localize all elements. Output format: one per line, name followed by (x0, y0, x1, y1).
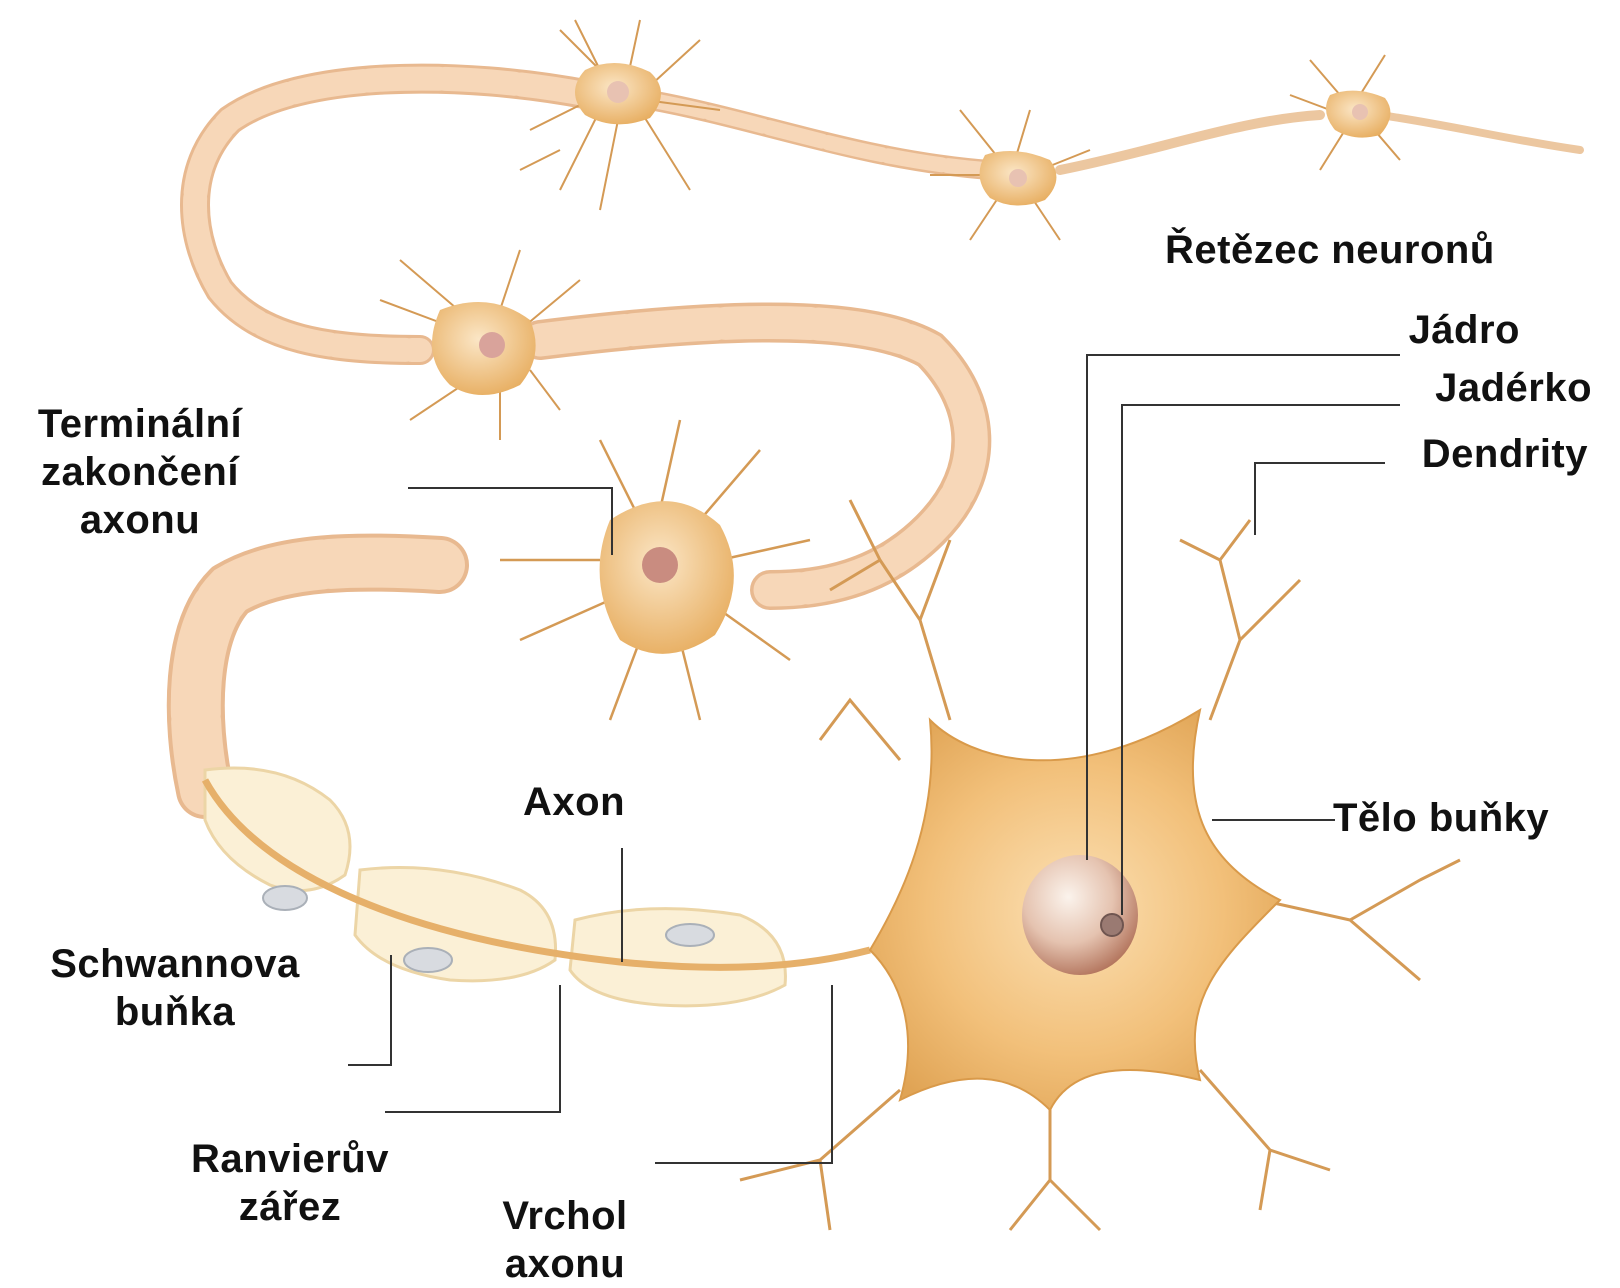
nucleolus (1101, 914, 1123, 936)
label-node-of-ranvier: Ranvierův zářez (170, 1135, 410, 1231)
label-cell-body: Tělo buňky (1333, 794, 1549, 842)
label-schwann-cell: Schwannova buňka (20, 940, 330, 1036)
leader-hillock (655, 985, 832, 1163)
small-neuron-5 (500, 420, 810, 720)
leader-lines (348, 355, 1400, 1163)
label-axon: Axon (523, 778, 625, 826)
label-chain: Řetězec neuronů (1165, 226, 1495, 274)
leader-ranvier (385, 985, 560, 1112)
label-terminal-axon: Terminální zakončení axonu (10, 400, 270, 544)
label-nucleus: Jádro (1380, 306, 1520, 354)
label-nucleolus: Jadérko (1370, 364, 1592, 412)
leader-schwann (348, 955, 391, 1065)
small-neuron-2 (930, 110, 1090, 240)
nucleus (1022, 855, 1138, 975)
label-axon-hillock: Vrchol axonu (470, 1192, 660, 1288)
label-dendrites: Dendrity (1370, 430, 1588, 478)
leader-dendrites (1255, 463, 1385, 535)
